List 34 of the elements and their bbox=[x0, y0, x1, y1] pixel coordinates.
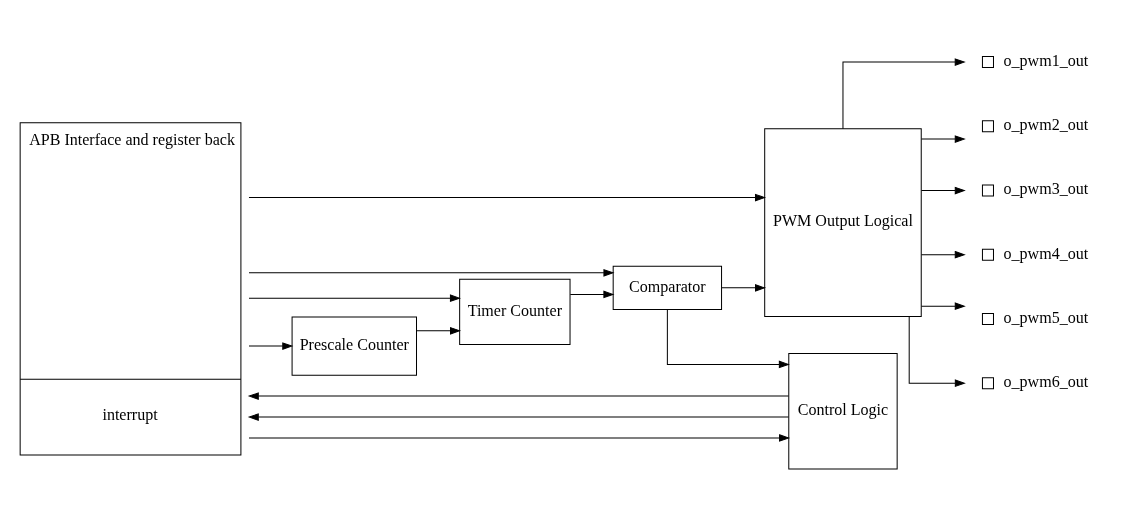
arrow bbox=[920, 302, 965, 310]
node-label: o_pwm2_out bbox=[1003, 116, 1089, 134]
arrow bbox=[569, 290, 614, 299]
arrow bbox=[920, 251, 965, 259]
node-box bbox=[981, 312, 994, 325]
node-label: o_pwm6_out bbox=[1003, 373, 1089, 391]
arrow bbox=[248, 434, 790, 442]
node-box bbox=[981, 377, 994, 390]
node-box: Timer Counter bbox=[459, 278, 571, 346]
arrow bbox=[721, 284, 766, 292]
node-label: o_pwm4_out bbox=[1003, 244, 1089, 262]
arrow bbox=[248, 413, 790, 421]
node-label: o_pwm5_out bbox=[1003, 308, 1089, 326]
arrow bbox=[920, 135, 965, 143]
arrow bbox=[248, 294, 460, 302]
arrow bbox=[248, 269, 614, 277]
arrow bbox=[248, 342, 293, 350]
node-label: o_pwm1_out bbox=[1003, 51, 1089, 69]
node-box bbox=[981, 184, 994, 197]
node-label: o_pwm3_out bbox=[1003, 180, 1089, 198]
node-box bbox=[981, 248, 994, 261]
arrow bbox=[416, 327, 461, 335]
arrow bbox=[248, 193, 765, 202]
node-box: Control Logic bbox=[788, 353, 898, 470]
node-box bbox=[981, 120, 994, 133]
node-box: Comparator bbox=[612, 265, 723, 310]
node-box: PWM Output Logical bbox=[764, 128, 922, 317]
arrow bbox=[908, 316, 965, 387]
node-box bbox=[981, 56, 994, 69]
arrow bbox=[842, 58, 965, 130]
arrow bbox=[248, 392, 790, 400]
arrow bbox=[666, 309, 789, 369]
arrow bbox=[920, 186, 965, 195]
node-box: Prescale Counter bbox=[291, 316, 417, 376]
